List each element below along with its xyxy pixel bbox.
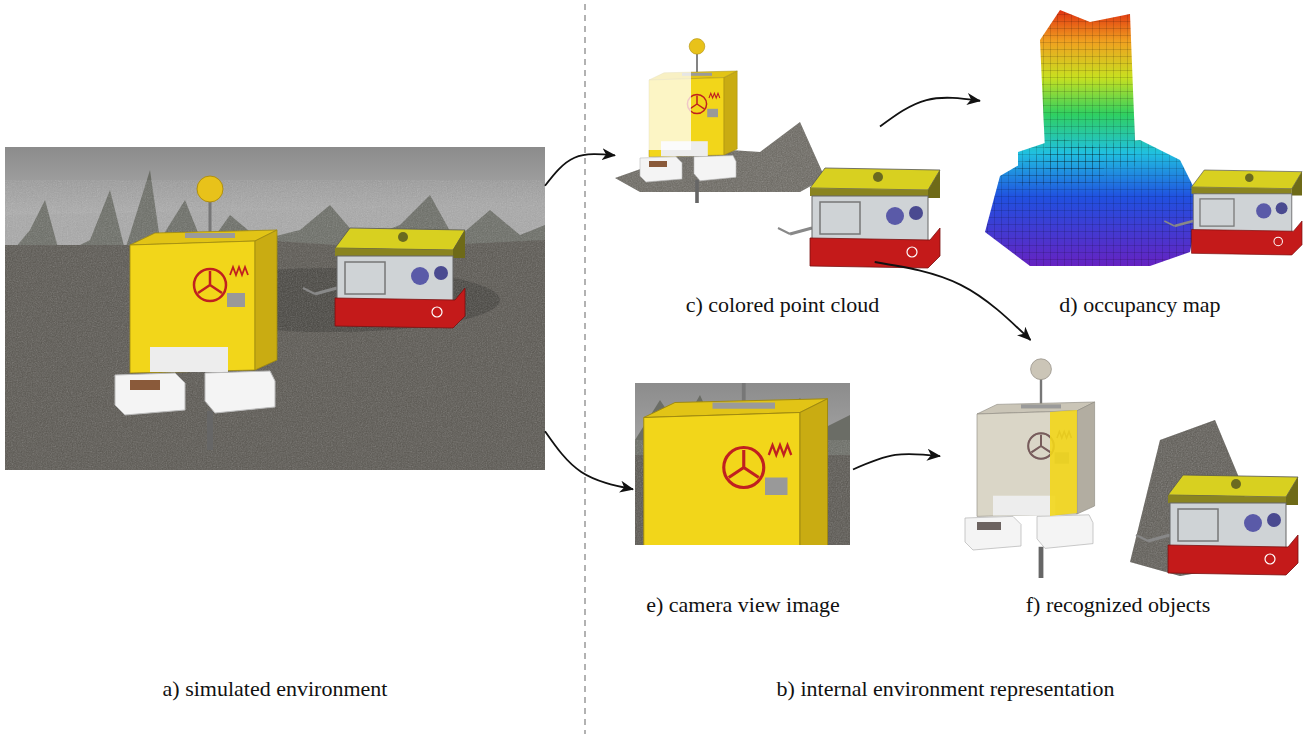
occupancy-voxels-part — [1040, 10, 1136, 172]
flow-arrow — [545, 154, 615, 186]
view-panel: e) camera view image — [633, 382, 853, 547]
panel-caption: e) camera view image — [646, 592, 840, 618]
point-cloud-part — [778, 168, 940, 268]
simulated-scene-part — [115, 176, 277, 450]
simulated-scene-part — [303, 228, 465, 328]
simulated-scene — [5, 147, 545, 470]
view-panel: d) occupancy map — [980, 8, 1300, 273]
point-cloud-part — [636, 70, 691, 150]
camera-image — [635, 383, 850, 545]
recognized-models — [965, 359, 1298, 578]
point-cloud — [615, 39, 940, 268]
flow-arrow — [853, 454, 940, 470]
scene-panel: a) simulated environment — [5, 147, 545, 470]
panel-caption: b) internal environment representation — [777, 676, 1115, 702]
view-panel: c) colored point cloud — [615, 40, 880, 262]
representation-region: b) internal environment representationc)… — [600, 5, 1305, 655]
occupancy-voxels — [985, 10, 1302, 266]
view-panel: f) recognized objects — [940, 340, 1302, 582]
panel-caption: a) simulated environment — [163, 676, 388, 702]
flow-arrow — [880, 98, 980, 127]
panel-caption: f) recognized objects — [1026, 592, 1210, 618]
recognized-models-part — [1050, 410, 1077, 516]
occupancy-voxels-part — [1040, 10, 1136, 172]
panel-caption: d) occupancy map — [1059, 292, 1220, 318]
flow-arrow — [875, 262, 1031, 340]
flow-arrow — [545, 431, 633, 489]
recognized-models-part — [1136, 475, 1298, 575]
camera-image-part — [635, 383, 828, 545]
separator-line — [584, 4, 586, 734]
panel-caption: c) colored point cloud — [686, 292, 880, 318]
recognized-models-part — [965, 359, 1095, 578]
occupancy-voxels-part — [1164, 170, 1302, 255]
